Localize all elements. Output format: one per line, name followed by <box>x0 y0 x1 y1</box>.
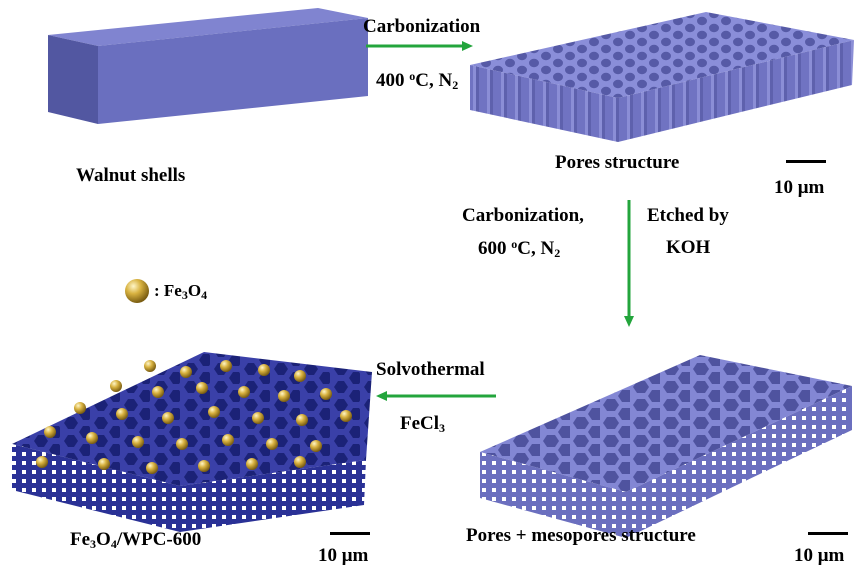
arrow-carbonization-600 <box>624 200 634 327</box>
arrow2-left-line1: Carbonization, <box>462 205 584 226</box>
arrow1-label-line2: 400 oC, N2 <box>376 69 459 92</box>
pores-structure-block <box>470 12 854 142</box>
step-fe3o4-wpc-label: Fe3O4/WPC-600 <box>70 529 202 551</box>
mesopores-structure-block <box>480 355 852 538</box>
scale-bar-pores <box>786 160 826 163</box>
scale-bar-mesopores <box>808 532 848 535</box>
arrow2-right-line2: KOH <box>666 237 711 258</box>
scale-label-mesopores: 10 μm <box>794 545 845 566</box>
scale-label-pores: 10 μm <box>774 177 825 198</box>
step-pores-structure-label: Pores structure <box>555 152 680 173</box>
legend-particle-icon <box>125 279 149 303</box>
scale-bar-fe3o4 <box>330 532 370 535</box>
step-walnut-shells-label: Walnut shells <box>76 165 186 186</box>
fe3o4-wpc-block <box>12 352 372 532</box>
arrow2-left-line2: 600 oC, N2 <box>478 237 561 260</box>
step-mesopores-label: Pores + mesopores structure <box>466 525 696 546</box>
arrow3-label-line1: Solvothermal <box>376 359 485 380</box>
arrow1-label-line1: Carbonization <box>363 16 481 37</box>
arrow-solvothermal <box>376 391 496 401</box>
fe3o4-particles <box>36 360 352 474</box>
legend-label: : Fe3O4 <box>154 281 208 302</box>
walnut-shell-slab <box>48 8 368 124</box>
arrow-carbonization-400 <box>366 41 473 51</box>
arrow2-right-line1: Etched by <box>647 205 729 226</box>
scale-label-fe3o4: 10 μm <box>318 545 369 566</box>
arrow3-label-line2: FeCl3 <box>400 413 446 435</box>
